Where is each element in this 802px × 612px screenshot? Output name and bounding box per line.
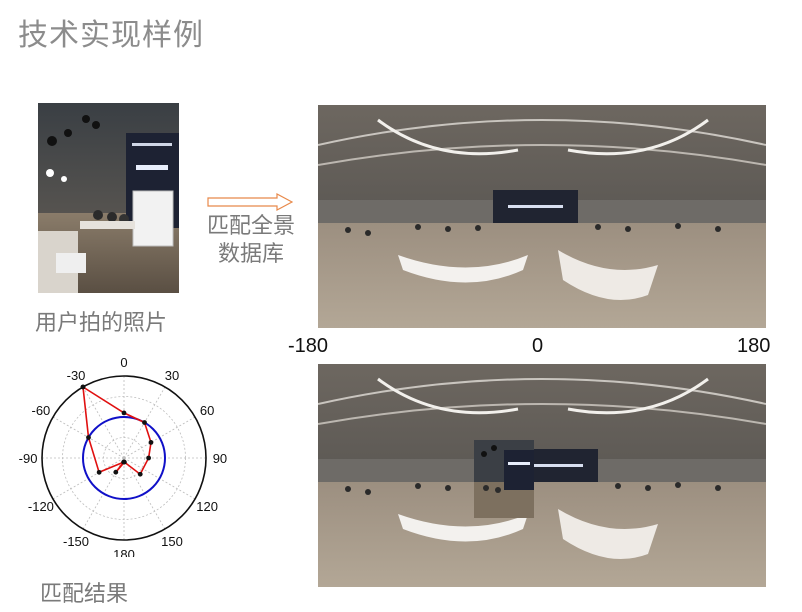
match-series-group [80, 384, 154, 477]
match-arrow [207, 193, 294, 211]
pano-axis-right-label: 180 [737, 335, 771, 357]
user-photo-image [38, 103, 179, 293]
match-point [96, 469, 102, 475]
polar-angle-label: 90 [213, 451, 227, 466]
polar-angle-label: 0 [120, 357, 127, 370]
polar-angle-label: -90 [19, 451, 38, 466]
polar-angle-label: 120 [196, 499, 218, 514]
match-panorama-label: 匹配全景 数据库 [203, 213, 299, 269]
matched-photo-patch [474, 440, 534, 518]
match-point [121, 459, 127, 465]
polar-angle-label: -120 [28, 499, 54, 514]
arrow-right-icon [207, 193, 294, 211]
match-point [121, 410, 127, 416]
match-point [137, 471, 143, 477]
pano-axis-left-label: -180 [288, 335, 329, 357]
polar-grid [41, 375, 207, 541]
user-photo [38, 103, 179, 293]
panorama-match-result [318, 364, 766, 587]
result-caption: 匹配结果 [40, 582, 129, 607]
match-point [80, 384, 86, 390]
polar-angle-label: 150 [161, 534, 183, 549]
matched-photo-patch-image [474, 440, 534, 518]
match-point [113, 469, 119, 475]
polar-match-plot: 0 30 60 90 120 150 180 -150 -120 -90 -60 -30 [14, 355, 234, 562]
match-path-line [82, 386, 152, 476]
polar-angle-label: 30 [165, 368, 179, 383]
panorama-database [318, 105, 766, 328]
pano-axis-center-label: 0 [532, 335, 544, 357]
match-point [142, 420, 147, 425]
reference-circle-group [82, 416, 166, 500]
polar-angle-label: -150 [63, 534, 89, 549]
polar-plot-svg: 0 30 60 90 120 150 180 -150 -120 -90 -60 -30 [19, 355, 228, 562]
match-point [148, 440, 154, 445]
panorama-result-image [318, 364, 766, 587]
slide-title: 技术实现样例 [18, 18, 204, 53]
match-label-line2: 数据库 [217, 242, 284, 267]
polar-angle-label: -30 [67, 368, 86, 383]
polar-angle-label: 60 [200, 403, 214, 418]
match-point [86, 435, 91, 440]
match-point [146, 455, 152, 461]
polar-angle-label: 180 [113, 547, 135, 557]
photo-caption: 用户拍的照片 [35, 311, 168, 336]
polar-angle-label: -60 [32, 403, 51, 418]
match-label-line1: 匹配全景 [206, 214, 295, 239]
angle-label-group: 0 30 60 90 120 150 180 -150 -120 -90 -60 -30 [19, 355, 228, 562]
polar-outer-ring [41, 375, 207, 541]
panorama-image [318, 105, 766, 328]
reference-circle [82, 416, 166, 500]
